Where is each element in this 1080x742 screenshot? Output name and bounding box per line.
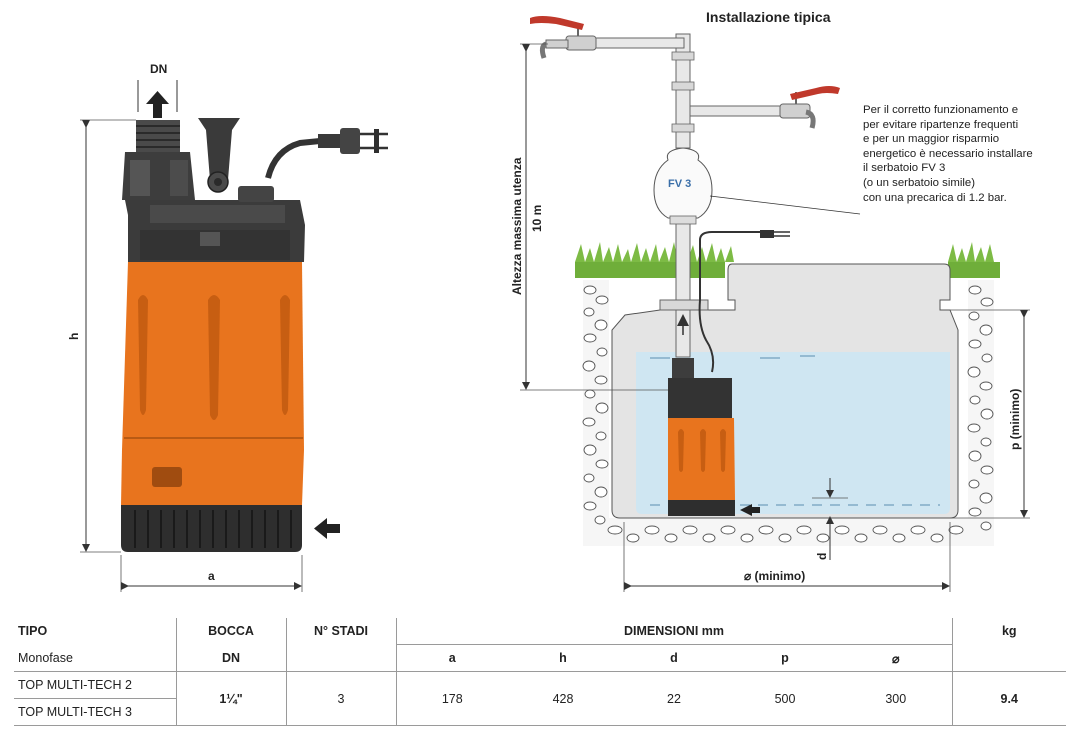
bocca-value: 1¼" <box>175 671 286 726</box>
installation-diagram: DN <box>67 9 1030 592</box>
altezza-value: 10 m <box>530 205 544 232</box>
a-value: 178 <box>395 671 508 726</box>
pressure-tank: FV 3 <box>653 147 713 225</box>
d-label: d <box>815 553 829 560</box>
note-line: e per un maggior risparmio <box>863 133 1000 146</box>
stadi-value: 3 <box>285 671 396 726</box>
col-d: d <box>618 644 730 672</box>
table-row: TOP MULTI-TECH 2 1¼" 3 178 428 22 500 30… <box>14 671 1066 726</box>
note-line: con una precarica di 1.2 bar. <box>863 191 1007 204</box>
table-header-row: TIPO BOCCA N° STADI DIMENSIONI mm kg <box>14 618 1066 645</box>
pump-drawing: DN <box>67 62 388 592</box>
dn-label: DN <box>150 62 167 76</box>
col-diam: ⌀ <box>840 644 952 672</box>
note-line: per evitare ripartenze frequenti <box>863 118 1019 131</box>
p-value: 500 <box>730 671 840 726</box>
col-h: h <box>508 644 618 672</box>
model-name: TOP MULTI-TECH 2 <box>14 671 176 699</box>
col-monofase: Monofase <box>18 650 73 665</box>
diameter-label: ⌀ (minimo) <box>744 569 805 583</box>
col-bocca: BOCCA <box>175 618 286 645</box>
h-label: h <box>67 333 81 340</box>
tap-icon <box>779 86 840 129</box>
table-subheader-row: Monofase DN a h d p ⌀ <box>14 644 1066 672</box>
gravel <box>582 280 994 546</box>
diam-value: 300 <box>840 671 952 726</box>
col-stadi: N° STADI <box>285 618 396 645</box>
col-kg: kg <box>951 618 1066 645</box>
col-tipo: TIPO <box>18 624 48 639</box>
model-name: TOP MULTI-TECH 3 <box>14 698 176 726</box>
d-value: 22 <box>618 671 730 726</box>
installation-drawing: Installazione tipica <box>510 9 1030 592</box>
outlet-arrow-icon <box>137 80 178 118</box>
kg-value: 9.4 <box>951 671 1066 726</box>
tank-label: FV 3 <box>668 178 691 190</box>
col-dimensioni: DIMENSIONI mm <box>395 618 952 645</box>
inlet-arrow-icon <box>314 518 340 539</box>
spec-table: TIPO BOCCA N° STADI DIMENSIONI mm kg Mon… <box>14 618 1066 726</box>
col-p: p <box>730 644 840 672</box>
note-line: energetico è necessario installare <box>863 147 1033 160</box>
table-row: TOP MULTI-TECH 3 <box>14 698 1066 726</box>
grass <box>575 242 1000 278</box>
col-a: a <box>395 644 508 672</box>
small-plug-icon <box>760 230 790 238</box>
diagram-title: Installazione tipica <box>706 9 831 25</box>
tap-icon <box>530 16 597 59</box>
p-label: p (minimo) <box>1008 389 1022 450</box>
col-dn: DN <box>175 644 286 672</box>
a-label: a <box>208 569 215 583</box>
note-line: il serbatoio FV 3 <box>863 162 946 175</box>
plug-icon <box>374 129 379 153</box>
altezza-label: Altezza massima utenza <box>510 157 524 295</box>
h-value: 428 <box>508 671 618 726</box>
note-line: Per il corretto funzionamento e <box>863 104 1019 116</box>
installation-note: Per il corretto funzionamento e per evit… <box>863 103 1063 205</box>
note-line: (o un serbatoio simile) <box>863 176 976 189</box>
